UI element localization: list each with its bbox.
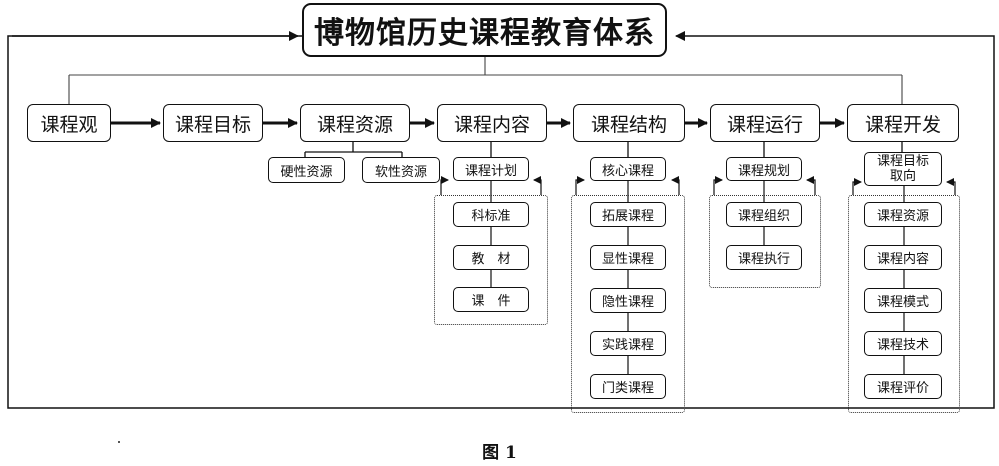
resource-soft: 软性资源 [362, 157, 440, 183]
development-head: 课程目标取向 [864, 152, 942, 186]
node-course-development: 课程开发 [847, 104, 959, 142]
figure-caption: 图 1 [482, 443, 517, 463]
operation-group [709, 195, 821, 288]
operation-item: 课程执行 [726, 245, 802, 270]
structure-item: 门类课程 [590, 374, 666, 399]
structure-group [571, 195, 685, 413]
scan-speck [118, 441, 120, 443]
content-group [434, 195, 548, 325]
title-branch [68, 57, 903, 104]
development-item: 课程内容 [864, 245, 942, 270]
group-return-arrows [440, 176, 956, 195]
resource-branch [304, 142, 403, 157]
structure-item: 拓展课程 [590, 202, 666, 227]
content-item: 科标准 [453, 202, 529, 227]
chain-lines [490, 181, 905, 388]
structure-item: 显性课程 [590, 245, 666, 270]
node-course-operation: 课程运行 [710, 104, 820, 142]
feedback-loop [7, 31, 995, 409]
development-group [848, 195, 960, 413]
development-item: 课程技术 [864, 331, 942, 356]
node-course-view: 课程观 [27, 104, 111, 142]
operation-item: 课程组织 [726, 202, 802, 227]
node-course-content: 课程内容 [437, 104, 547, 142]
development-item: 课程资源 [864, 202, 942, 227]
structure-item: 隐性课程 [590, 288, 666, 313]
development-item: 课程模式 [864, 288, 942, 313]
system-title: 博物馆历史课程教育体系 [302, 3, 667, 57]
node-course-resource: 课程资源 [300, 104, 410, 142]
node-course-goal: 课程目标 [163, 104, 263, 142]
operation-head: 课程规划 [726, 157, 802, 181]
content-item: 课 件 [453, 287, 529, 312]
development-item: 课程评价 [864, 374, 942, 399]
resource-hard: 硬性资源 [268, 157, 345, 183]
structure-head: 核心课程 [590, 157, 666, 181]
content-item: 教 材 [453, 245, 529, 270]
stem-lines [490, 142, 903, 157]
content-head: 课程计划 [453, 157, 529, 181]
structure-item: 实践课程 [590, 331, 666, 356]
node-course-structure: 课程结构 [573, 104, 685, 142]
